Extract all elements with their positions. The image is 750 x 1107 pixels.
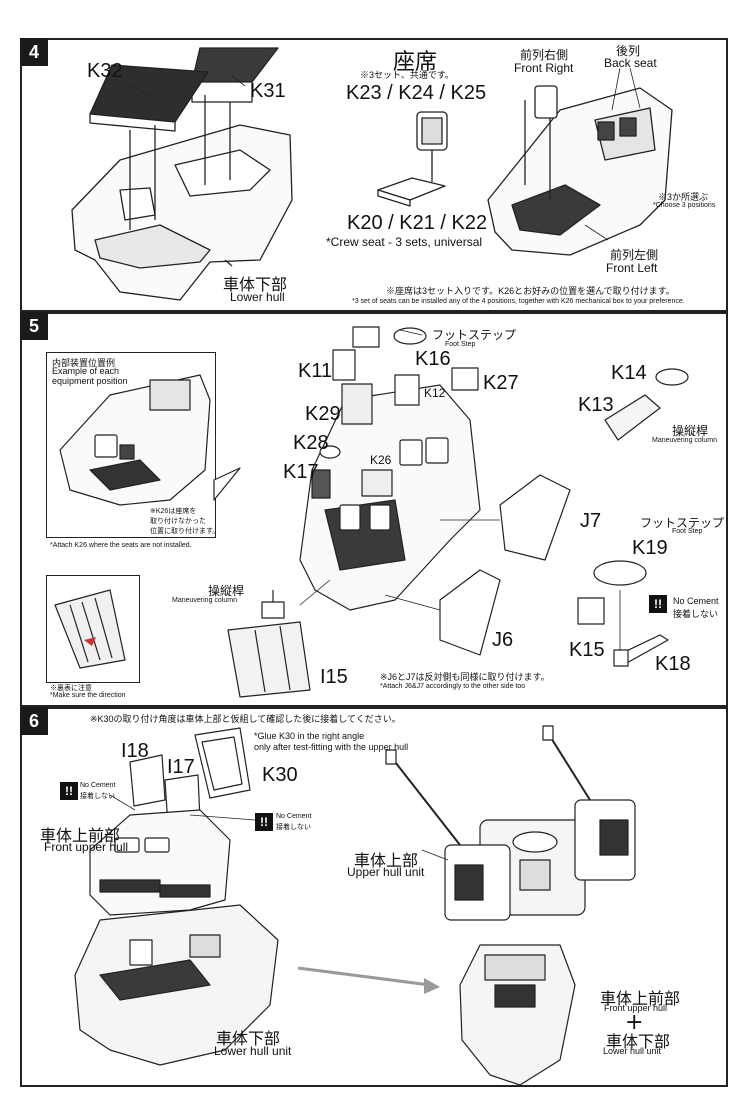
step-4-footnote-jp: ※座席は3セット入りです。K26とお好みの位置を選んで取り付けます。 [386,286,675,296]
no-cement-en-b: No Cement [276,813,312,820]
step-4-badge: 4 [20,38,48,66]
foot-step2-jp: フットステップ [640,516,725,530]
label-i17: I17 [167,756,195,778]
combo-front-upper-jp: 車体上前部 [600,989,681,1008]
back-seat-en: Back seat [604,56,657,70]
label-j6: J6 [492,629,514,651]
label-k29: K29 [305,403,341,425]
step-6-panel [20,707,728,1087]
front-left-jp: 前列左側 [610,248,659,262]
front-upper-hull-en: Front upper hull [44,840,129,854]
label-k11: K11 [298,360,333,382]
inset-note-jp1: ※K26は座席を [150,508,197,515]
combo-lower-hull-en: Lower hull unit [603,1046,662,1056]
foot-step-jp: フットステップ [432,328,517,342]
direction-note-jp: ※裏表に注意 [50,685,92,692]
glue-note-en1: *Glue K30 in the right angle [254,731,365,741]
inset-note-jp3: 位置に取り付けます。 [150,528,220,535]
label-k13: K13 [578,394,614,416]
front-right-en: Front Right [514,61,574,75]
no-cement-jp-a: 接着しない [80,793,115,800]
inset-title-en2: equipment position [52,376,128,386]
no-cement-jp-b: 接着しない [276,824,311,831]
no-cement-warning-icon: !! [649,595,667,613]
direction-note-en: *Make sure the direction [50,692,126,699]
step-4-panel [20,38,728,312]
front-right-jp: 前列右側 [520,48,569,62]
label-k18: K18 [655,653,691,675]
inset-title-en1: Example of each [52,366,120,376]
front-upper-hull-jp: 車体上前部 [40,826,121,845]
label-k16: K16 [415,348,451,370]
inset-note-en: *Attach K26 where the seats are not inst… [50,542,192,549]
choose-jp: ※3か所選ぶ [658,192,709,202]
label-k19: K19 [632,537,668,559]
label-i15: I15 [320,666,348,688]
upper-hull-unit-en: Upper hull unit [347,865,425,879]
label-i18: I18 [121,740,149,762]
label-k28: K28 [293,432,329,454]
label-k30: K30 [262,764,298,786]
foot-step2-en: Foot Step [672,528,703,535]
no-cement-icon-b: !! [255,813,273,831]
combo-lower-hull-jp: 車体下部 [606,1032,671,1051]
label-k12: K12 [424,386,446,400]
step-5-panel [20,312,728,707]
lower-hull-unit-jp: 車体下部 [216,1029,281,1048]
label-k32: K32 [87,60,123,82]
attach-note-en: *Attach J6&J7 accordingly to the other s… [380,683,526,690]
step-6-badge: 6 [20,707,48,735]
front-left-en: Front Left [606,261,658,275]
lower-hull-jp: 車体下部 [223,275,288,294]
maneuver-jp: 操縦桿 [672,424,709,438]
upper-hull-unit-jp: 車体上部 [354,851,419,870]
step-6-header-note-jp: ※K30の取り付け角度は車体上部と仮組して確認した後に接着してください。 [90,714,401,724]
inset-title-jp: 内部装置位置例 [52,358,116,368]
maneuver2-jp: 操縦桿 [208,584,245,598]
maneuver2-en: Maneuvering column [172,597,237,604]
seat-note-en: *Crew seat - 3 sets, universal [326,235,483,249]
no-cement-en: No Cement [673,596,719,606]
seat-base-parts-label: K20 / K21 / K22 [347,212,488,234]
seat-parts-label: K23 / K24 / K25 [346,82,487,104]
label-k26: K26 [370,453,392,467]
label-k31: K31 [250,80,286,102]
foot-step-en: Foot Step [445,341,476,348]
choose-en: *Choose 3 positions [653,202,716,209]
lower-hull-unit-en: Lower hull unit [214,1044,292,1058]
attach-note-jp: ※J6とJ7は反対側も同様に取り付けます。 [380,672,550,682]
step-4-footnote-en: *3 set of seats can be installed any of … [352,298,685,305]
no-cement-jp: 接着しない [673,609,719,619]
back-seat-jp: 後列 [616,44,641,58]
inset-note-jp2: 取り付けなかった [150,518,206,525]
combo-plus: + [625,1010,644,1035]
maneuver-en: Maneuvering column [652,437,717,444]
no-cement-icon-a: !! [60,782,78,800]
label-k27: K27 [483,372,519,394]
label-k17: K17 [283,461,319,483]
no-cement-en-a: No Cement [80,782,116,789]
lower-hull-en: Lower hull [230,290,285,304]
label-k14: K14 [611,362,647,384]
glue-note-en2: only after test-fitting with the upper h… [254,742,409,752]
label-k15: K15 [569,639,605,661]
label-j7: J7 [580,510,602,532]
seat-note-jp: ※3セット、共通です。 [360,70,454,80]
combo-front-upper-en: Front upper hull [604,1003,668,1013]
step-5-badge: 5 [20,312,48,340]
seat-title-jp: 座席 [393,50,438,75]
